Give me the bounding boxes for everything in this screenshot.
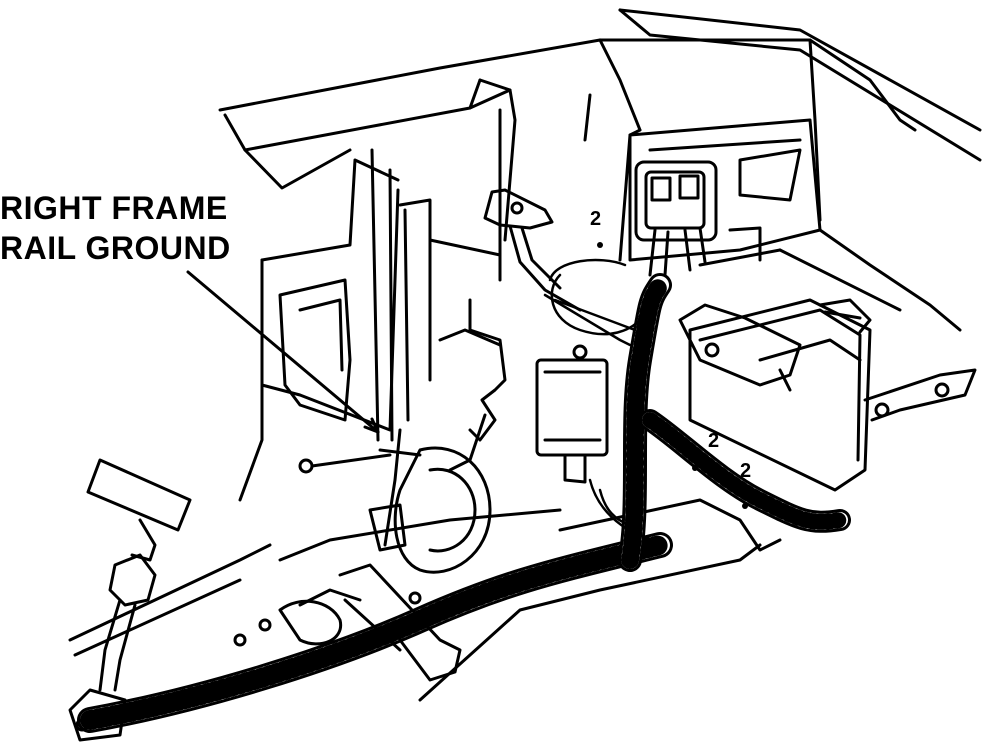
harness-connector-left [68,458,192,742]
callout-leader [186,270,380,434]
connector-mark-middle: 2 [708,430,720,452]
bulkhead-box [628,118,962,332]
wire-loops [543,258,662,542]
connector-mark-upper: 2 [590,208,602,230]
ground-bolt-cluster [298,428,492,574]
mount-bracket [438,298,507,472]
bulkhead-connector [634,160,718,277]
connector-mark-lower: 2 [740,460,752,482]
lower-bracket [233,563,462,682]
cowl-panel [218,8,982,282]
callout-line-2: RAIL GROUND [0,230,231,266]
strut-tower [260,148,502,442]
lower-fender [68,383,782,702]
right-frame-rail-ground-callout: RIGHT FRAME RAIL GROUND [0,188,231,268]
control-module [535,344,609,484]
main-harness [77,273,851,733]
callout-line-1: RIGHT FRAME [0,190,228,226]
connector-mark-pointers [597,242,748,509]
fuse-block [678,298,977,492]
